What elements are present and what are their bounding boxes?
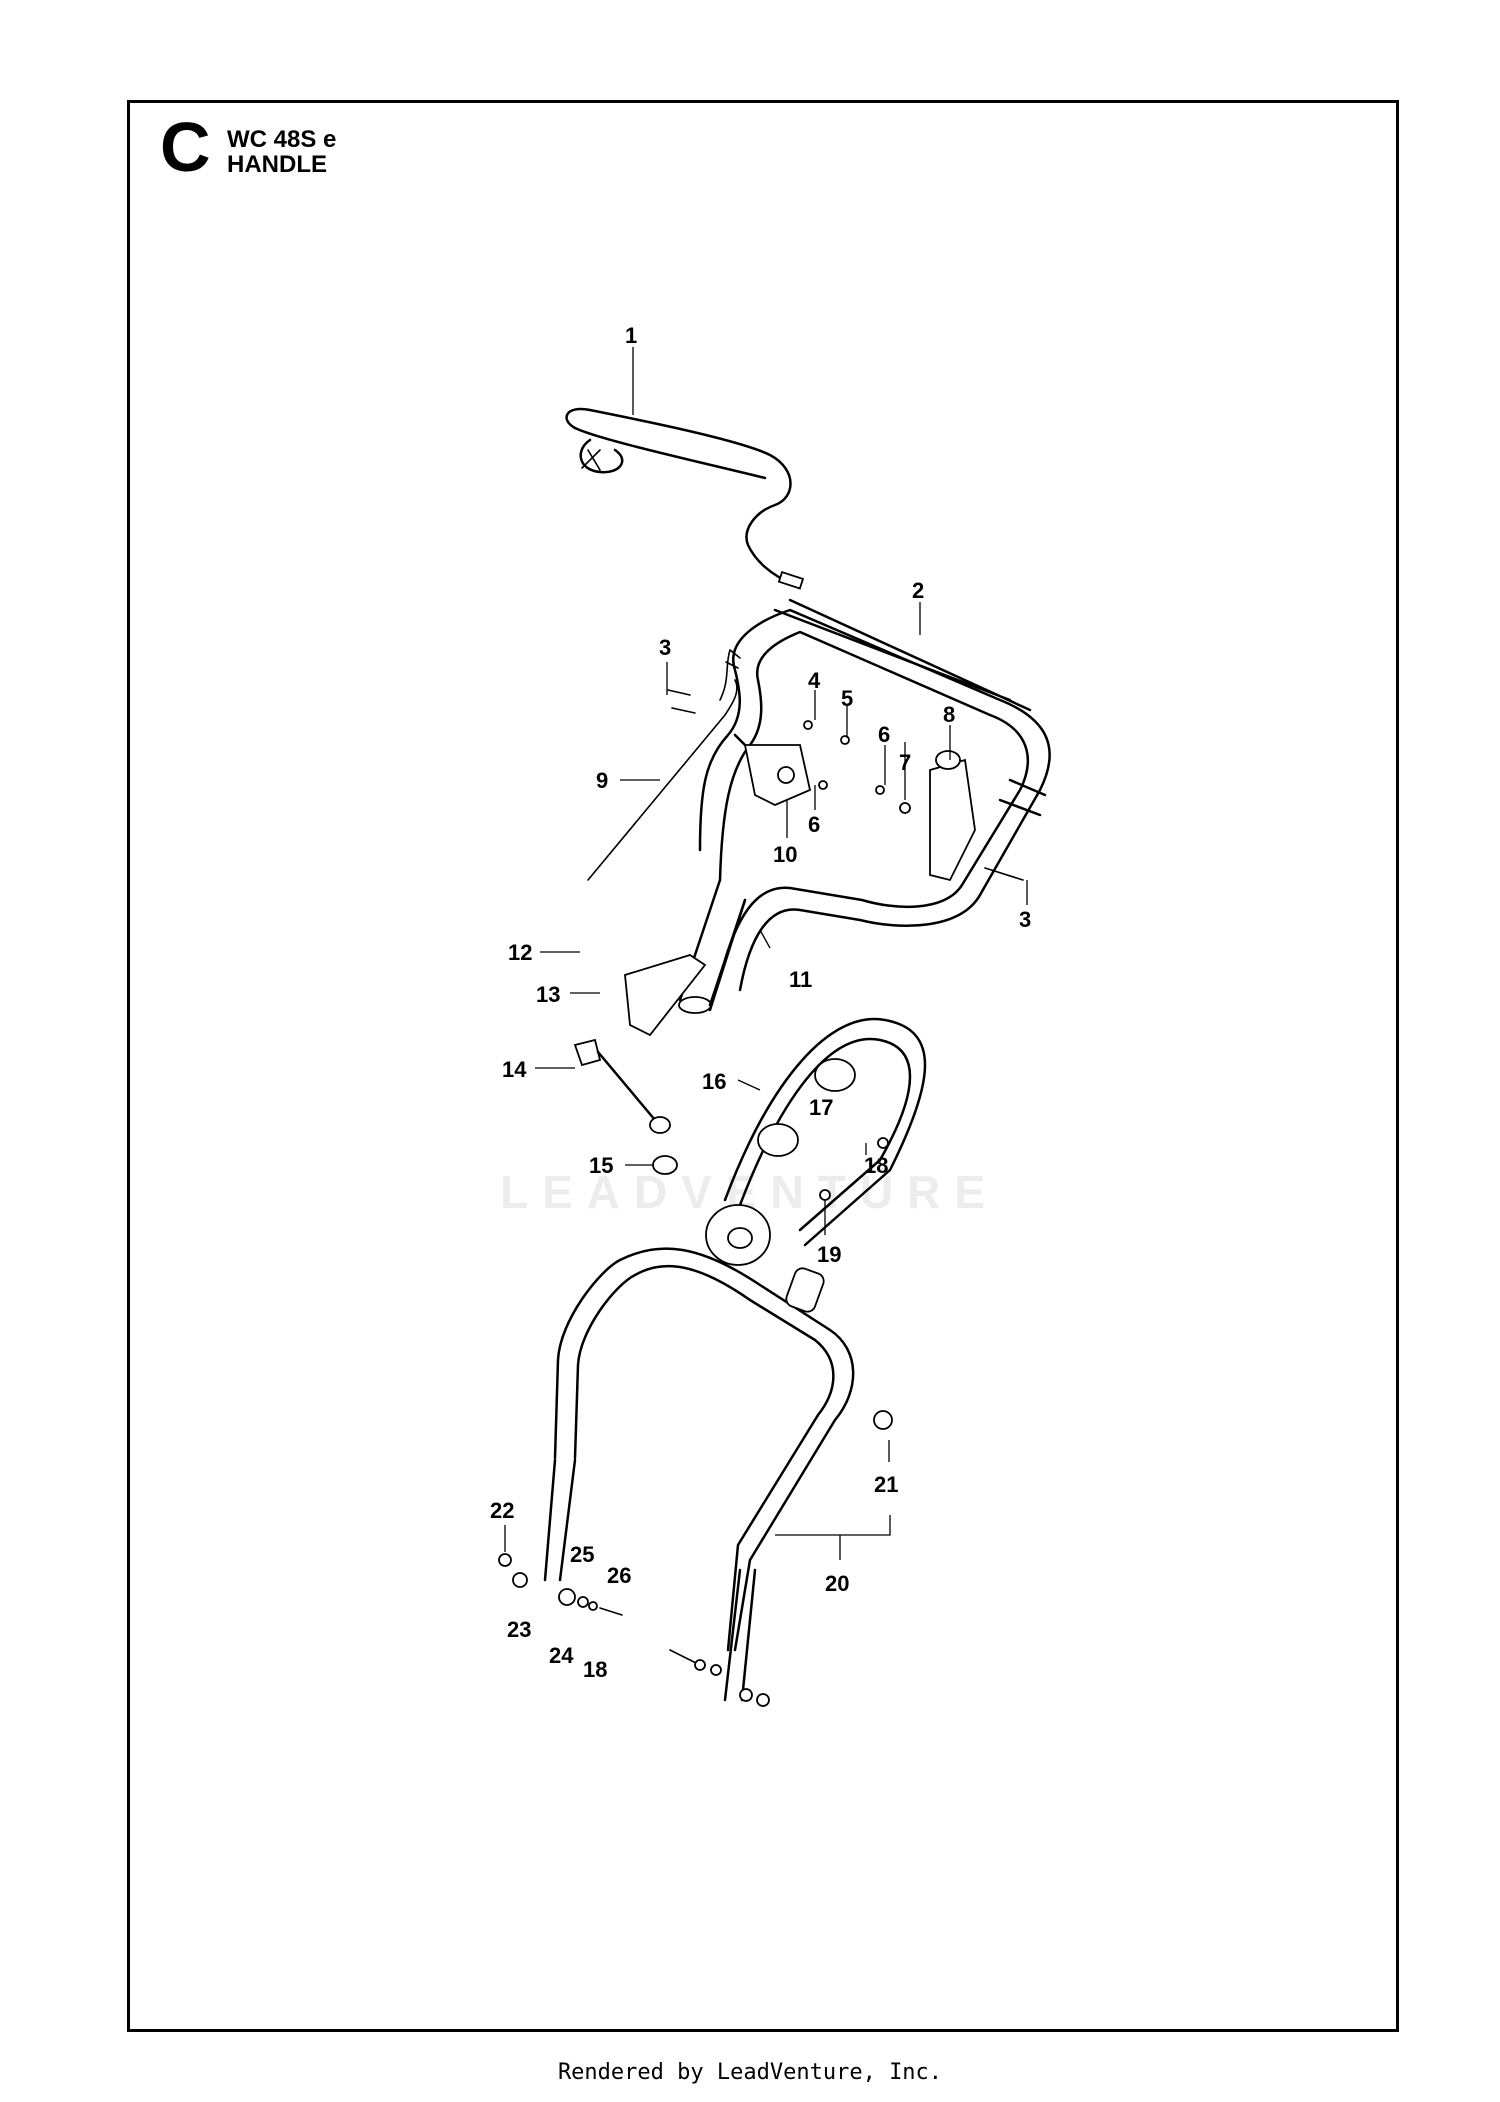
part-control-lever <box>929 750 976 882</box>
callout-6b: 6 <box>808 812 820 837</box>
part-knob <box>573 1038 678 1175</box>
callout-3b: 3 <box>1019 907 1031 932</box>
part-lower-handle-frame <box>543 1247 855 1702</box>
footer-credit: Rendered by LeadVenture, Inc. <box>557 2060 943 2085</box>
callout-18: 18 <box>864 1153 888 1178</box>
callout-5: 5 <box>841 686 853 711</box>
callout-6: 6 <box>878 722 890 747</box>
callout-3: 3 <box>659 635 671 660</box>
callout-4: 4 <box>808 668 821 693</box>
callout-7: 7 <box>899 750 911 775</box>
callout-1: 1 <box>625 323 637 348</box>
leader-lines <box>504 347 1028 1560</box>
callout-10: 10 <box>773 842 797 867</box>
callout-23: 23 <box>507 1617 531 1642</box>
callout-labels: 1 2 3 4 5 6 7 8 3 9 6 10 11 12 13 14 16 … <box>490 323 1031 1682</box>
callout-13: 13 <box>536 982 560 1007</box>
part-control-cable <box>587 679 738 881</box>
hardware-fasteners <box>498 689 1024 1707</box>
callout-11: 11 <box>789 967 812 992</box>
model-title: WC 48S e HANDLE <box>227 126 337 179</box>
callout-15: 15 <box>589 1153 613 1178</box>
part-cover-plate <box>624 954 707 1037</box>
callout-25: 25 <box>570 1542 594 1567</box>
callout-2: 2 <box>912 578 924 603</box>
callout-24: 24 <box>549 1643 574 1668</box>
callout-16: 16 <box>702 1069 726 1094</box>
callout-12: 12 <box>508 940 532 965</box>
assembly-name: HANDLE <box>227 151 327 179</box>
diagram-frame <box>127 100 1399 2032</box>
section-letter: C <box>160 108 211 186</box>
callout-9: 9 <box>596 768 608 793</box>
model-name: WC 48S e <box>227 126 337 153</box>
part-bail-cable <box>565 407 805 590</box>
part-upper-handle <box>698 598 1051 992</box>
callout-20: 20 <box>825 1571 849 1596</box>
callout-8: 8 <box>943 702 955 727</box>
callout-18b: 18 <box>583 1657 607 1682</box>
callout-17: 17 <box>809 1095 833 1120</box>
part-lower-tube <box>678 878 747 1014</box>
callout-21: 21 <box>874 1472 898 1497</box>
part-lever-housing <box>733 733 812 806</box>
callout-22: 22 <box>490 1498 514 1523</box>
part-bracket <box>705 1017 927 1266</box>
callout-14: 14 <box>502 1057 527 1082</box>
callout-26: 26 <box>607 1563 631 1588</box>
callout-19: 19 <box>817 1242 841 1267</box>
